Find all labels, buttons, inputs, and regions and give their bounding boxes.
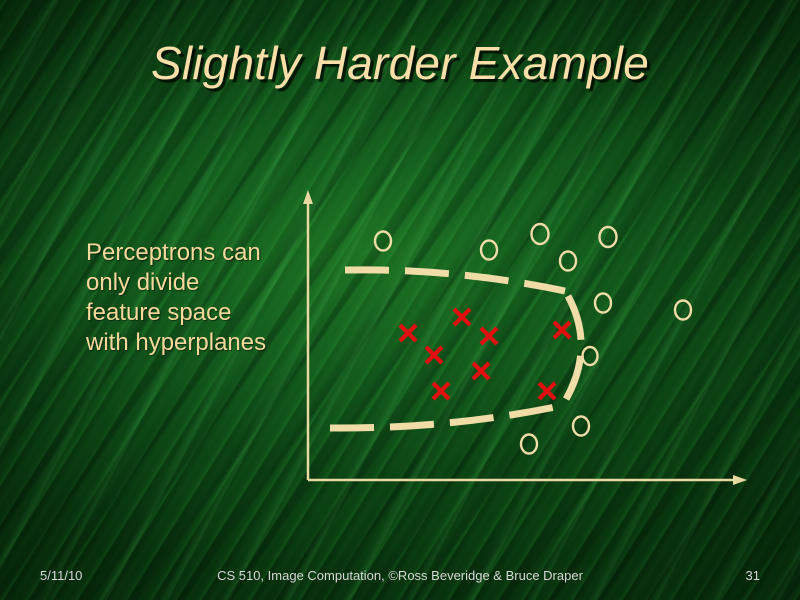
chart-axes — [303, 190, 747, 485]
y-axis-arrowhead — [303, 190, 313, 204]
footer-copyright: CS 510, Image Computation, ©Ross Beverid… — [217, 568, 583, 583]
o-marker — [593, 292, 613, 314]
decision-boundary — [329, 266, 585, 432]
class-o-markers — [373, 222, 693, 455]
x-axis-arrowhead — [733, 475, 747, 485]
footer-date: 5/11/10 — [40, 568, 83, 583]
decision-boundary-bottom — [329, 402, 561, 432]
slide-footer: 5/11/10 CS 510, Image Computation, ©Ross… — [0, 556, 800, 600]
o-marker — [530, 222, 550, 246]
slide-body-text: Perceptrons can only divide feature spac… — [86, 239, 267, 356]
x-marker — [431, 381, 451, 401]
o-marker — [558, 250, 578, 272]
footer-page-number: 31 — [745, 568, 760, 583]
x-marker — [424, 345, 444, 365]
class-x-markers — [398, 307, 572, 401]
x-marker — [452, 307, 472, 327]
decision-boundary-top — [344, 266, 566, 295]
o-marker — [519, 433, 539, 455]
o-marker — [571, 415, 591, 437]
slide-title: Slightly Harder Example — [150, 37, 650, 89]
o-marker — [373, 230, 393, 252]
decision-boundary-arc — [559, 294, 585, 408]
o-marker — [581, 345, 599, 367]
o-marker — [479, 239, 499, 261]
x-marker — [479, 326, 499, 346]
x-marker — [552, 320, 572, 340]
x-marker — [471, 361, 491, 381]
x-marker — [537, 381, 557, 401]
o-marker — [598, 225, 618, 249]
o-marker — [673, 299, 693, 321]
x-marker — [398, 323, 418, 343]
